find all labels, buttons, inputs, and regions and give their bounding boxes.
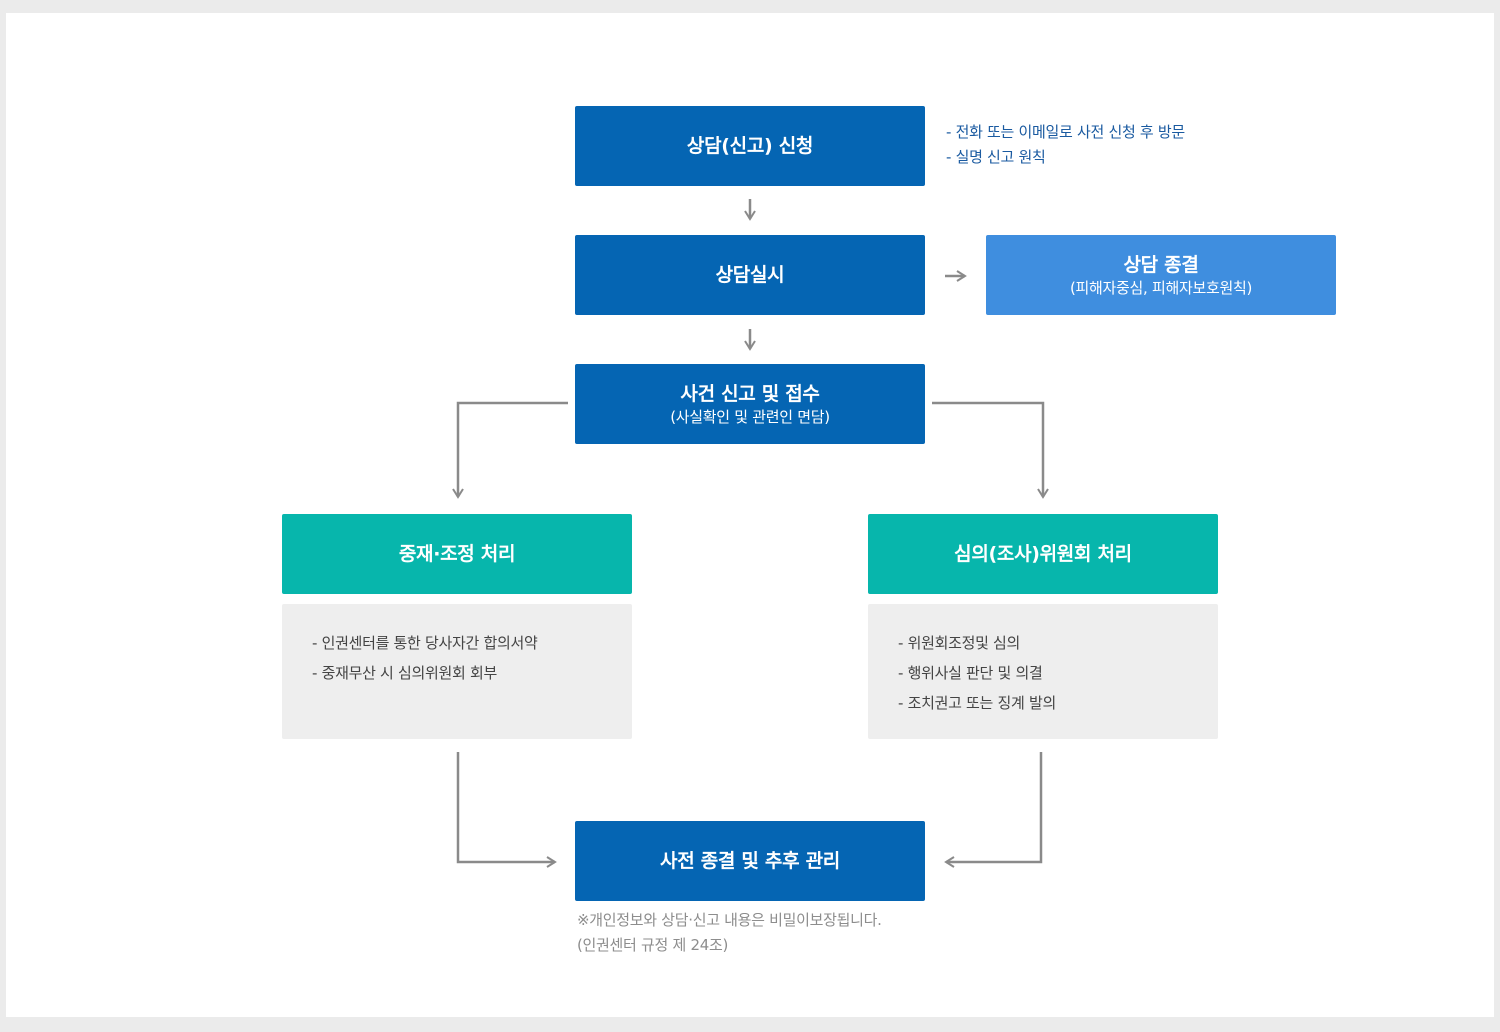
arrow-committee-to-closing [944,752,1043,868]
step-counsel-end-sub: (피해자중심, 피해자보호원칙) [1069,279,1253,297]
detail-line: - 인권센터를 통한 당사자간 합의서약 [312,634,538,652]
detail-line: - 중재무산 시 심의위원회 회부 [312,664,497,682]
step-committee: 심의(조사)위원회 처리 [868,514,1218,594]
step-counsel-title: 상담실시 [715,264,785,286]
step-report-title: 사건 신고 및 접수 [680,383,820,405]
committee-details: - 위원회조정및 심의 - 행위사실 판단 및 의결 - 조치권고 또는 징계 … [868,604,1218,739]
step-counsel: 상담실시 [575,235,925,315]
arrow-report-to-committee [932,401,1049,499]
step-report: 사건 신고 및 접수 (사실확인 및 관련인 면담) [575,364,925,444]
detail-line: - 조치권고 또는 징계 발의 [898,694,1056,712]
step-mediation-title: 중재·조정 처리 [398,543,516,565]
step-closing-title: 사전 종결 및 추후 관리 [660,850,840,872]
privacy-footnote: ※개인정보와 상담·신고 내용은 비밀이보장됩니다. (인권센터 규정 제 24… [577,908,882,958]
step-report-sub: (사실확인 및 관련인 면담) [670,408,830,426]
apply-notes: - 전화 또는 이메일로 사전 신청 후 방문 - 실명 신고 원칙 [946,120,1185,170]
apply-note: - 전화 또는 이메일로 사전 신청 후 방문 [946,123,1185,141]
step-closing: 사전 종결 및 추후 관리 [575,821,925,901]
arrow-report-to-mediation [452,401,568,499]
detail-line: - 위원회조정및 심의 [898,634,1021,652]
apply-note: - 실명 신고 원칙 [946,148,1046,166]
detail-line: - 행위사실 판단 및 의결 [898,664,1043,682]
step-counsel-end-title: 상담 종결 [1123,254,1199,276]
step-apply-title: 상담(신고) 신청 [686,135,814,157]
footnote-line: (인권센터 규정 제 24조) [577,936,728,954]
footnote-line: ※개인정보와 상담·신고 내용은 비밀이보장됩니다. [577,911,882,929]
step-committee-title: 심의(조사)위원회 처리 [954,543,1132,565]
mediation-details: - 인권센터를 통한 당사자간 합의서약 - 중재무산 시 심의위원회 회부 [282,604,632,739]
step-counsel-end: 상담 종결 (피해자중심, 피해자보호원칙) [986,235,1336,315]
step-apply: 상담(신고) 신청 [575,106,925,186]
arrow-mediation-to-closing [456,752,557,868]
step-mediation: 중재·조정 처리 [282,514,632,594]
